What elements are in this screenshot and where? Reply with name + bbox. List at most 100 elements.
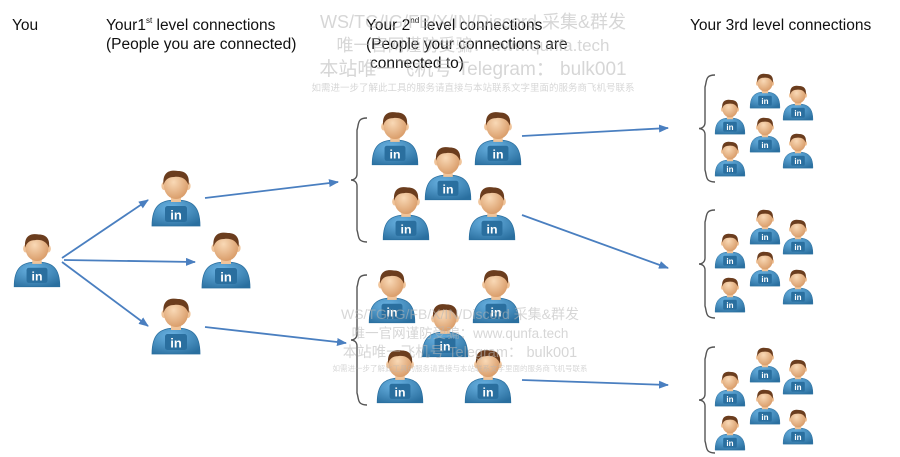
badge-shape xyxy=(485,303,507,319)
badge-shape xyxy=(758,411,772,422)
person-level2: in xyxy=(424,147,472,201)
person-level3: in xyxy=(749,117,781,153)
person-level3: in xyxy=(714,277,746,313)
head-shape xyxy=(757,211,773,228)
hair-shape xyxy=(483,270,509,284)
badge-label: in xyxy=(794,433,801,442)
badge-label: in xyxy=(761,233,768,242)
person-level2: in xyxy=(382,187,430,241)
neck-shape xyxy=(726,293,734,298)
header-level1-line1: Your1st level connections xyxy=(106,15,276,34)
neck-shape xyxy=(483,374,493,380)
person-level2: in xyxy=(421,304,469,358)
hair-shape xyxy=(722,233,738,243)
badge-label: in xyxy=(170,336,182,351)
badge-shape xyxy=(758,139,772,150)
head-shape xyxy=(722,235,738,252)
neck-shape xyxy=(440,328,450,334)
person-level3: in xyxy=(714,415,746,451)
neck-shape xyxy=(726,387,734,392)
person-level3: in xyxy=(782,85,814,121)
badge-shape xyxy=(395,220,417,236)
hair-shape xyxy=(722,371,738,381)
badge-label: in xyxy=(726,439,733,448)
neck-shape xyxy=(794,285,802,290)
badge-label: in xyxy=(761,413,768,422)
hair-shape xyxy=(722,415,738,425)
person-level2: in xyxy=(474,112,522,166)
badge-label: in xyxy=(220,270,232,285)
hair-shape xyxy=(757,117,773,127)
arrow-you-to-1b xyxy=(63,257,196,266)
hair-shape xyxy=(393,187,419,201)
head-shape xyxy=(484,272,508,298)
badge-shape xyxy=(215,268,237,284)
badge-shape xyxy=(791,155,805,166)
hair-shape xyxy=(790,133,806,143)
badge-shape xyxy=(758,95,772,106)
badge-label: in xyxy=(761,141,768,150)
neck-shape xyxy=(761,267,769,272)
head-shape xyxy=(214,235,238,261)
header-level1-line2: (People you are connected) xyxy=(106,36,297,53)
badge-label: in xyxy=(32,270,43,284)
neck-shape xyxy=(726,157,734,162)
hair-shape xyxy=(757,251,773,261)
header-level3: Your 3rd level connections xyxy=(690,16,871,35)
person-level3: in xyxy=(782,219,814,255)
badge-label: in xyxy=(440,340,451,354)
brackets-layer xyxy=(350,74,716,454)
badge-shape xyxy=(723,255,737,266)
neck-shape xyxy=(32,258,42,264)
head-shape xyxy=(790,221,806,238)
badge-label: in xyxy=(794,109,801,118)
head-shape xyxy=(722,279,738,296)
bracket-level3-mid xyxy=(698,209,716,319)
head-shape xyxy=(394,189,418,215)
badge-shape xyxy=(758,231,772,242)
person-level3: in xyxy=(749,251,781,287)
badge-shape xyxy=(434,337,456,353)
badge-label: in xyxy=(483,386,494,400)
hair-shape xyxy=(722,277,738,287)
head-shape xyxy=(757,349,773,366)
badge-shape xyxy=(165,334,187,350)
head-shape xyxy=(757,75,773,92)
neck-shape xyxy=(761,405,769,410)
head-shape xyxy=(25,236,49,262)
hair-shape xyxy=(790,359,806,369)
badge-label: in xyxy=(726,301,733,310)
badge-shape xyxy=(723,163,737,174)
person-level3: in xyxy=(749,389,781,425)
head-shape xyxy=(722,101,738,118)
badge-shape xyxy=(389,383,411,399)
hair-shape xyxy=(475,350,501,364)
neck-shape xyxy=(794,375,802,380)
hair-shape xyxy=(790,85,806,95)
badge-shape xyxy=(26,267,48,283)
arrow-1a-to-2-top xyxy=(204,179,339,199)
neck-shape xyxy=(761,133,769,138)
badge-shape xyxy=(723,437,737,448)
head-shape xyxy=(383,114,407,140)
hair-shape xyxy=(432,304,458,318)
badge-label: in xyxy=(443,183,454,197)
person-level1: in xyxy=(151,298,201,355)
person-level3: in xyxy=(749,73,781,109)
header-you-label: You xyxy=(12,17,39,34)
badge-label: in xyxy=(390,148,401,162)
person-level3: in xyxy=(782,359,814,395)
person-level2: in xyxy=(371,112,419,166)
hair-shape xyxy=(485,112,511,126)
hair-shape xyxy=(757,347,773,357)
head-shape xyxy=(790,87,806,104)
head-shape xyxy=(757,391,773,408)
badge-label: in xyxy=(401,223,412,237)
hair-shape xyxy=(757,209,773,219)
badge-shape xyxy=(477,383,499,399)
badge-label: in xyxy=(761,97,768,106)
head-shape xyxy=(476,352,500,378)
person-level3: in xyxy=(782,409,814,445)
arrow-2-to-3-bottom xyxy=(521,379,669,389)
